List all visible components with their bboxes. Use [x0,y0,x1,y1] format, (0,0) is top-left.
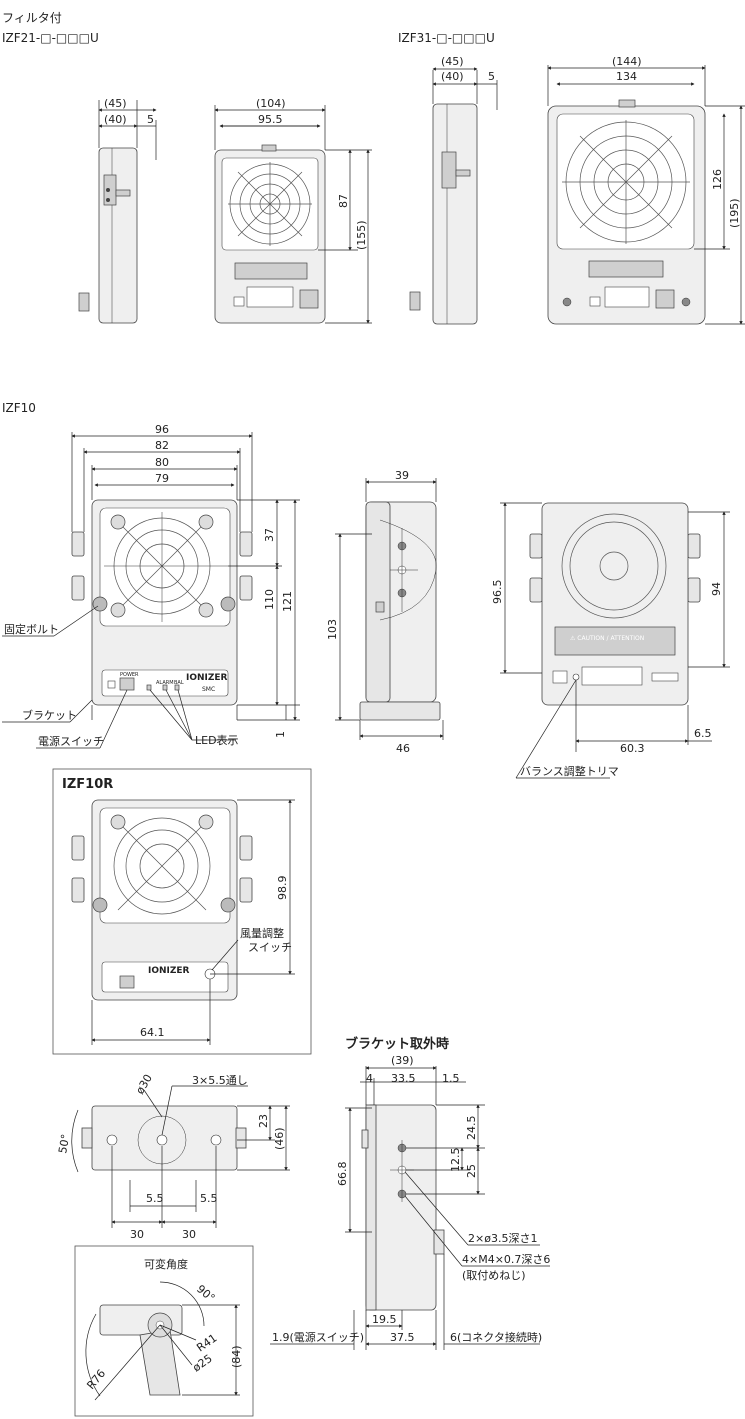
izf10-d1: 1 [274,731,287,738]
br-d37-5: 37.5 [390,1331,415,1344]
izf10-caution-label: ⚠ CAUTION / ATTENTION [570,635,644,642]
callout-power-switch: 電源スイッチ [38,734,104,748]
izf21-d5: 5 [147,113,154,126]
br-hole1: 2×ø3.5深さ1 [468,1232,537,1245]
bottom-d46: (46) [273,1127,286,1150]
bottom-d23: 23 [257,1114,270,1128]
bracket-removed-view [270,1066,550,1350]
izf10r-frame [52,768,312,1055]
callout-fixing-bolt: 固定ボルト [4,622,59,636]
izf10-d80: 80 [155,456,169,469]
br-d1-5: 1.5 [442,1072,460,1085]
izf10-side-view [335,478,444,740]
br-d24-5: 24.5 [465,1116,478,1141]
izf10-alarm-label: ALARM [156,680,174,686]
izf21-d95-5: 95.5 [258,113,283,126]
izf10-d110: 110 [263,589,276,610]
izf10-d39: 39 [395,469,409,482]
bottom-phi30: ø30 [133,1072,155,1096]
header-izf21: IZF21-□-□□□U [2,31,99,45]
izf10-ionizer-label: IONIZER [186,673,228,683]
izf10-front-view [71,499,253,720]
izf10-d94: 94 [710,582,723,596]
br-hole3: (取付めねじ) [462,1269,526,1282]
izf10-d121: 121 [281,591,294,612]
bracket-removed-title: ブラケット取外時 [345,1036,449,1052]
header-izf31: IZF31-□-□□□U [398,31,495,45]
br-d12-5: 12.5 [449,1148,462,1173]
bottom-d5-5b: 5.5 [200,1192,218,1205]
izf31-d40: (40) [441,70,464,83]
angle-title: 可変角度 [144,1257,188,1271]
bottom-d30a: 30 [130,1228,144,1241]
br-d66-8: 66.8 [336,1162,349,1187]
izf21-side-view [78,100,157,324]
bottom-view [71,1085,290,1228]
izf10-d60-3: 60.3 [620,742,645,755]
izf21-d104: (104) [256,97,286,110]
br-d4: 4 [366,1072,373,1085]
izf10-d103: 103 [326,619,339,640]
br-d33-5: 33.5 [391,1072,416,1085]
izf10-smc-label: SMC [202,686,215,693]
callout-bracket: ブラケット [22,708,77,722]
izf21-front-view [214,105,372,324]
izf10-d96-5: 96.5 [491,580,504,605]
izf31-d195: (195) [728,198,741,228]
izf10r-flow-switch-1: 風量調整 [240,926,284,940]
izf10r-front-view [71,799,295,1045]
izf31-d5: 5 [488,70,495,83]
izf10-d82: 82 [155,439,169,452]
izf31-d144: (144) [612,55,642,68]
angle-frame [74,1245,254,1417]
izf21-d155: (155) [355,220,368,250]
izf10r-d98-9: 98.9 [276,876,289,901]
br-left-note: 1.9(電源スイッチ) [272,1330,364,1344]
angle-d84: (84) [230,1345,243,1368]
izf31-d126: 126 [711,169,724,190]
izf10r-title: IZF10R [62,777,113,792]
izf10r-ionizer-label: IONIZER [148,966,190,976]
izf31-side-view [409,67,498,325]
angle-diagram [85,1281,240,1401]
bottom-d30b: 30 [182,1228,196,1241]
callout-led-display: LED表示 [195,733,239,747]
bottom-d5-5a: 5.5 [146,1192,164,1205]
izf31-d45: (45) [441,55,464,68]
izf10-rear-view [500,502,730,779]
bottom-thru: 3×5.5通し [192,1074,248,1087]
izf10-callout-lines [2,605,236,749]
br-d25: 25 [465,1164,478,1178]
angle-r41: R41 [194,1331,219,1354]
izf21-d87: 87 [337,194,350,208]
izf21-d40: (40) [104,113,127,126]
izf10-d6-5: 6.5 [694,727,712,740]
br-hole2: 4×M4×0.7深さ6 [462,1253,550,1266]
br-right-note: 6(コネクタ接続時) [450,1330,542,1344]
izf10-d46: 46 [396,742,410,755]
izf31-front-view [547,65,745,325]
izf10-bal-label: BAL [174,680,184,686]
header-filter: フィルタ付 [2,11,62,25]
bottom-ang50: 50° [56,1133,72,1154]
izf10-d79: 79 [155,472,169,485]
izf10r-flow-switch-2: スイッチ [248,941,292,954]
callout-balance-trimmer: バランス調整トリマ [520,764,619,778]
br-d39: (39) [391,1054,414,1067]
izf10-d37: 37 [263,528,276,542]
izf10-d96: 96 [155,423,169,436]
izf31-d134: 134 [616,70,637,83]
izf10-front-dims [71,432,300,721]
izf21-d45: (45) [104,97,127,110]
izf10r-d64-1: 64.1 [140,1026,165,1039]
header-izf10: IZF10 [2,401,36,415]
br-d19-5: 19.5 [372,1313,397,1326]
angle-90: 90° [194,1282,217,1304]
angle-phi25: ø25 [190,1352,214,1375]
izf10-power-label: POWER [120,672,139,678]
